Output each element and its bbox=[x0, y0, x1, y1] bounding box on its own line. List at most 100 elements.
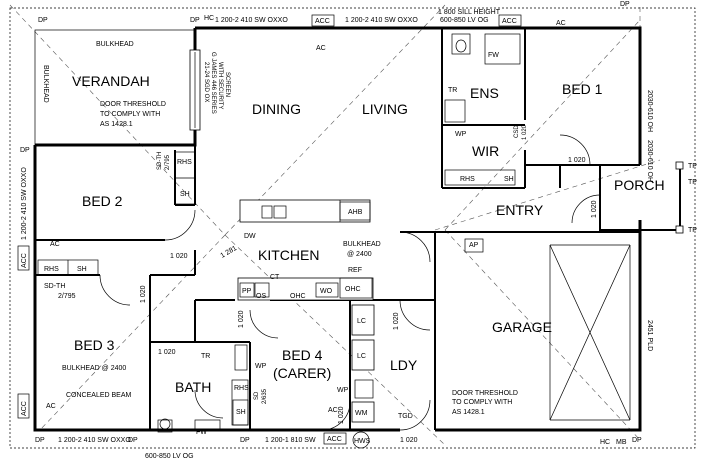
label-rhs-bed3: RHS bbox=[44, 266, 59, 273]
window-right-2: 2030-610 OH bbox=[646, 140, 653, 182]
label-sh-bed2: SH bbox=[180, 191, 190, 198]
note-door-threshold-1b: TO COMPLY WITH bbox=[100, 111, 160, 118]
note-door-threshold-2: DOOR THRESHOLD bbox=[452, 390, 518, 397]
door-size-bath: 1 020 bbox=[158, 349, 176, 356]
label-ref: REF bbox=[348, 267, 362, 274]
window-bottom-1: 1 200-2 410 SW OXXO bbox=[58, 437, 131, 444]
garage-door-spec: 2451 PLD bbox=[646, 320, 653, 351]
label-ohc-1: OHC bbox=[290, 293, 306, 300]
glazed-door-spec-3: WITH SECURITY bbox=[217, 62, 223, 109]
label-ac-bed3: AC bbox=[46, 403, 56, 410]
note-door-threshold-2b: TO COMPLY WITH bbox=[452, 399, 512, 406]
label-wp-ldy: WP bbox=[337, 387, 349, 394]
roof-outline bbox=[9, 7, 696, 449]
label-dp-left: DP bbox=[20, 147, 30, 154]
label-tp-1: TP bbox=[688, 163, 697, 170]
note-sd-bath: SD bbox=[254, 391, 260, 400]
label-wm: WM bbox=[355, 410, 368, 417]
label-rhs-bed4: RHS bbox=[234, 385, 249, 392]
label-fw-bath: FW bbox=[196, 429, 207, 436]
label-acc-top2: ACC bbox=[502, 18, 517, 25]
glazed-door-spec-2: G JAMES 446 SERIES bbox=[210, 52, 216, 114]
room-label-ens: ENS bbox=[470, 85, 499, 101]
room-label-living: LIVING bbox=[362, 101, 408, 117]
sliding-door-dining[interactable] bbox=[189, 49, 201, 131]
room-label-ldy: LDY bbox=[390, 357, 418, 373]
label-tp-3: TP bbox=[688, 227, 697, 234]
label-dp-bm: DP bbox=[128, 437, 138, 444]
label-dw: DW bbox=[244, 233, 256, 240]
label-ct: CT bbox=[270, 274, 280, 281]
note-csd: CSD bbox=[514, 125, 520, 138]
window-top-3-l2: 600-850 LV OG bbox=[440, 17, 489, 24]
label-sh-bed4: SH bbox=[236, 409, 246, 416]
door-size-porch: 1 020 bbox=[591, 200, 598, 218]
room-label-kitchen: KITCHEN bbox=[258, 247, 319, 263]
label-rhs-wir: RHS bbox=[460, 176, 475, 183]
label-dp-top: DP bbox=[190, 17, 200, 24]
label-ahb: AHB bbox=[348, 209, 363, 216]
note-bulkhead-bed3: BULKHEAD @ 2400 bbox=[62, 365, 126, 372]
label-lc-1: LC bbox=[357, 318, 366, 325]
label-acc-bottom: ACC bbox=[327, 436, 342, 443]
label-dp-tl: DP bbox=[38, 17, 48, 24]
note-sd-bath-b: 2/635 bbox=[262, 388, 268, 404]
room-label-dining: DINING bbox=[252, 101, 301, 117]
note-bulkhead-left: BULKHEAD bbox=[42, 65, 49, 103]
window-top-2: 1 200-2 410 SW OXXO bbox=[345, 17, 418, 24]
door-size-bed4-bottom: 1 020 bbox=[338, 406, 345, 424]
label-hc-br: HC bbox=[600, 439, 610, 446]
window-top-1: 1 200-2 410 SW OXXO bbox=[215, 17, 288, 24]
label-ac-bed4: AC bbox=[328, 407, 338, 414]
note-bulkhead-top: BULKHEAD bbox=[96, 41, 134, 48]
label-wp-ens: WP bbox=[455, 131, 467, 138]
note-bulkhead-kitchen: BULKHEAD bbox=[343, 241, 381, 248]
ensuite-fixtures bbox=[444, 33, 521, 186]
door-size-bed1: 1 020 bbox=[568, 157, 586, 164]
laundry-units bbox=[351, 304, 375, 423]
door-size-ldy-side: 1 020 bbox=[393, 312, 400, 330]
wardrobes bbox=[37, 151, 249, 426]
door-size-corridor: 1 281 bbox=[220, 245, 239, 260]
door-size-bed3: 1 020 bbox=[140, 285, 147, 303]
label-ac-tr: AC bbox=[556, 20, 566, 27]
window-bottom-2: 1 200-1 810 SW bbox=[265, 437, 316, 444]
glazed-door-spec-1: 21-24 SGD OX bbox=[203, 62, 209, 102]
room-label-bed3: BED 3 bbox=[74, 337, 115, 353]
door-size-ldy-bottom: 1 020 bbox=[400, 437, 418, 444]
door-swings[interactable] bbox=[99, 134, 601, 431]
label-ac-bed2: AC bbox=[50, 241, 60, 248]
kitchen-bench bbox=[237, 277, 374, 301]
room-label-bed4: BED 4 bbox=[282, 347, 323, 363]
door-size-bed4-side: 1 020 bbox=[238, 310, 245, 328]
label-os: OS bbox=[256, 293, 266, 300]
room-label-verandah: VERANDAH bbox=[72, 73, 150, 89]
garage-door[interactable] bbox=[549, 244, 631, 421]
label-ohc-2: OHC bbox=[345, 286, 361, 293]
note-sdth-bed2b: 2/795 bbox=[165, 154, 171, 170]
room-label-wir: WIR bbox=[472, 143, 499, 159]
roof-hip-lines bbox=[9, 4, 661, 446]
window-right-1: 2030-610 OH bbox=[646, 90, 653, 132]
note-sdth-bed3: SD-TH bbox=[44, 283, 65, 290]
note-door-threshold-2c: AS 1428.1 bbox=[452, 409, 485, 416]
room-label-bed2: BED 2 bbox=[82, 193, 123, 209]
room-label-entry: ENTRY bbox=[496, 202, 544, 218]
label-tr-bath: TR bbox=[201, 353, 210, 360]
label-sh-wir: SH bbox=[504, 176, 514, 183]
label-acc-left1: ACC bbox=[21, 253, 28, 268]
acc-boxes bbox=[17, 14, 522, 449]
label-tgd: TGD bbox=[398, 413, 413, 420]
note-csd-b: 1 020 bbox=[522, 124, 528, 140]
label-pp: PP bbox=[242, 288, 252, 295]
label-ap: AP bbox=[469, 242, 479, 249]
porch-posts bbox=[675, 161, 684, 234]
window-top-3-l1: 1 800 SILL HEIGHT bbox=[438, 9, 501, 16]
note-door-threshold-1c: AS 1428.1 bbox=[100, 121, 133, 128]
label-wp-bath: WP bbox=[255, 363, 267, 370]
room-label-porch: PORCH bbox=[614, 177, 665, 193]
label-tp-2: TP bbox=[688, 179, 697, 186]
label-mb: MB bbox=[616, 439, 627, 446]
label-dp-tr: DP bbox=[620, 1, 630, 8]
